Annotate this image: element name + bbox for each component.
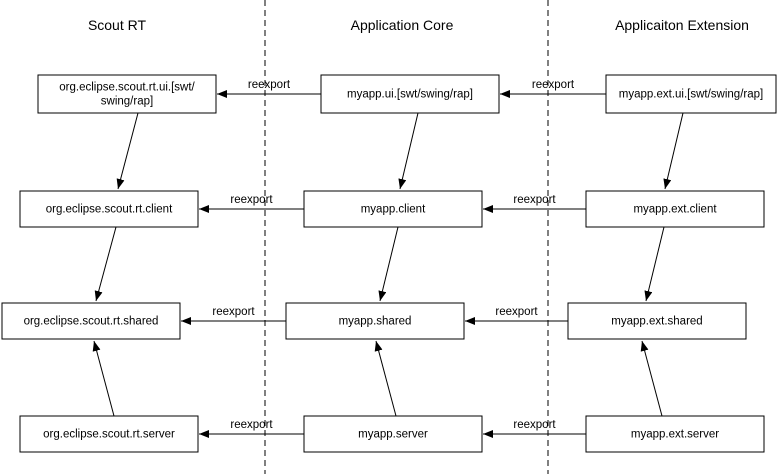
edge-arrow: [94, 226, 117, 302]
node-box: [285, 302, 465, 340]
node-rt-server: org.eclipse.scout.rt.server: [19, 415, 199, 453]
node-label: myapp.client: [361, 204, 426, 216]
node-box: [303, 415, 483, 453]
node-label: myapp.server: [358, 429, 428, 441]
edge-ext-ui-to-ext-client: [663, 112, 684, 190]
node-box: [585, 415, 765, 453]
edge-arrow: [644, 226, 665, 302]
edge-arrow: [663, 112, 684, 190]
edge-label: reexport: [532, 79, 575, 91]
edge-ext-client-to-core-client: reexport: [483, 194, 586, 213]
node-ext-ui: myapp.ext.ui.[swt/swing/rap]: [605, 74, 777, 114]
node-box: [37, 74, 217, 114]
edge-ext-server-to-core-server: reexport: [483, 419, 586, 438]
node-label: myapp.ext.server: [631, 429, 719, 441]
node-label: myapp.ui.[swt/swing/rap]: [347, 89, 473, 101]
node-rt-shared: org.eclipse.scout.rt.shared: [1, 302, 181, 340]
edge-label: reexport: [230, 194, 273, 206]
edges: reexport reexport reexport reexport reexport…: [92, 79, 684, 438]
node-box: [19, 415, 199, 453]
edge-label: reexport: [248, 79, 291, 91]
edge-core-server-to-core-shared: [374, 340, 397, 417]
edge-arrow: [92, 340, 115, 417]
edge-core-ui-to-core-client: [398, 112, 419, 190]
edge-core-shared-to-rt-shared: reexport: [181, 306, 286, 325]
node-ext-shared: myapp.ext.shared: [567, 302, 747, 340]
node-ext-server: myapp.ext.server: [585, 415, 765, 453]
node-core-server: myapp.server: [303, 415, 483, 453]
node-label: myapp.ext.ui.[swt/swing/rap]: [619, 89, 763, 101]
node-core-shared: myapp.shared: [285, 302, 465, 340]
column-title-application-core: Application Core: [351, 17, 454, 33]
edge-arrow: [640, 340, 663, 417]
node-label: org.eclipse.scout.rt.server: [43, 429, 175, 441]
edge-arrow: [398, 112, 419, 190]
node-box: [320, 74, 500, 114]
edge-label: reexport: [513, 194, 556, 206]
edge-rt-ui-to-rt-client: [116, 112, 139, 190]
node-label: myapp.ext.shared: [611, 316, 702, 328]
node-label: org.eclipse.scout.rt.ui.[swt/: [59, 82, 195, 94]
column-title-scout-rt: Scout RT: [88, 17, 147, 33]
column-title-application-extension: Applicaiton Extension: [615, 17, 749, 33]
node-label: myapp.ext.client: [633, 204, 717, 216]
edge-rt-server-to-rt-shared: [92, 340, 115, 417]
edge-rt-client-to-rt-shared: [94, 226, 117, 302]
edge-ext-shared-to-core-shared: reexport: [465, 306, 568, 325]
node-box: [1, 302, 181, 340]
edge-label: reexport: [212, 306, 255, 318]
node-box: [567, 302, 747, 340]
node-rt-client: org.eclipse.scout.rt.client: [19, 190, 199, 228]
edge-label: reexport: [495, 306, 538, 318]
node-box: [585, 190, 765, 228]
edge-label: reexport: [513, 419, 556, 431]
node-core-client: myapp.client: [303, 190, 483, 228]
edge-ext-ui-to-core-ui: reexport: [500, 79, 606, 98]
edge-ext-server-to-ext-shared: [640, 340, 663, 417]
node-box: [605, 74, 777, 114]
edge-core-ui-to-rt-ui: reexport: [217, 79, 321, 98]
node-core-ui: myapp.ui.[swt/swing/rap]: [320, 74, 500, 114]
edge-ext-client-to-ext-shared: [644, 226, 665, 302]
node-label: swing/rap]: [101, 96, 153, 108]
edge-arrow: [116, 112, 139, 190]
edge-core-client-to-rt-client: reexport: [199, 194, 304, 213]
edge-core-client-to-core-shared: [378, 226, 399, 302]
edge-arrow: [374, 340, 397, 417]
edge-core-server-to-rt-server: reexport: [199, 419, 304, 438]
node-rt-ui: org.eclipse.scout.rt.ui.[swt/swing/rap]: [37, 74, 217, 114]
node-label: org.eclipse.scout.rt.client: [46, 204, 173, 216]
node-box: [19, 190, 199, 228]
node-label: org.eclipse.scout.rt.shared: [24, 316, 159, 328]
node-label: myapp.shared: [339, 316, 412, 328]
node-ext-client: myapp.ext.client: [585, 190, 765, 228]
node-box: [303, 190, 483, 228]
edge-label: reexport: [230, 419, 273, 431]
edge-arrow: [378, 226, 399, 302]
nodes: org.eclipse.scout.rt.ui.[swt/swing/rap] m…: [1, 74, 777, 453]
